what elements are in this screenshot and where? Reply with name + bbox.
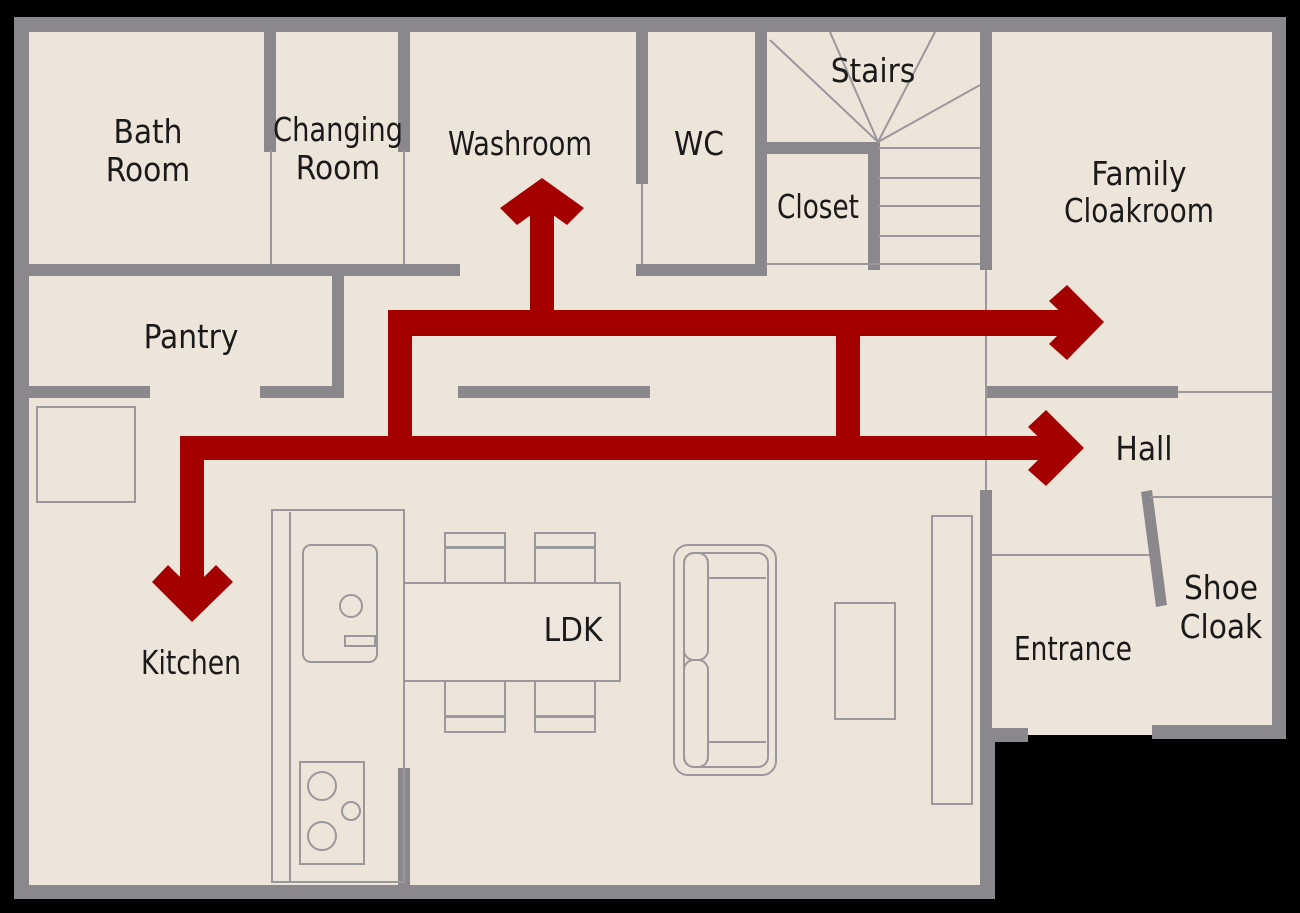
coffee-table (834, 602, 896, 720)
label-family-cloakroom: Family (1091, 154, 1186, 193)
label-hall: Hall (1115, 429, 1172, 468)
label-changing-room: Changing (273, 110, 403, 149)
label-entrance: Entrance (1014, 629, 1132, 668)
arrow-icon-hall (1028, 410, 1084, 486)
stove (299, 761, 365, 865)
label-washroom: Washroom (448, 124, 592, 163)
floor (28, 30, 1277, 894)
stairs-symbol (769, 31, 981, 237)
label-kitchen: Kitchen (141, 643, 241, 682)
route-line (530, 200, 554, 322)
interior-walls (28, 30, 1178, 886)
sofa (673, 544, 777, 776)
kitchen-counter (271, 509, 405, 883)
furniture (36, 406, 973, 883)
label-family-cloakroom-2: Cloakroom (1064, 191, 1214, 230)
arrow-icon-kitchen (152, 565, 233, 622)
fridge (36, 406, 136, 503)
label-closet: Closet (777, 187, 859, 226)
label-stairs: Stairs (831, 51, 916, 90)
circulation-route (152, 178, 1104, 622)
tv-board (931, 515, 973, 805)
arrow-icon-family-cloakroom (1049, 285, 1104, 360)
label-shoe-cloak: Shoe (1184, 568, 1258, 607)
label-ldk: LDK (544, 610, 604, 649)
label-wc: WC (674, 124, 724, 163)
label-bath-room-2: Room (106, 150, 190, 189)
route-line (180, 436, 204, 596)
room-labels: Bath Room Changing Room Washroom WC Stai… (106, 51, 1263, 682)
label-pantry: Pantry (144, 317, 239, 356)
label-shoe-cloak-2: Cloak (1180, 607, 1263, 646)
arrow-icon-washroom (500, 178, 584, 225)
dining-table (403, 582, 621, 682)
exterior-walls (14, 17, 1286, 899)
route-line (836, 310, 860, 450)
route-line (180, 436, 1060, 460)
label-bath-room: Bath (113, 112, 182, 151)
partition-lines (270, 150, 1272, 556)
route-line (388, 310, 1088, 336)
label-changing-room-2: Room (296, 148, 380, 187)
sink (302, 544, 378, 663)
